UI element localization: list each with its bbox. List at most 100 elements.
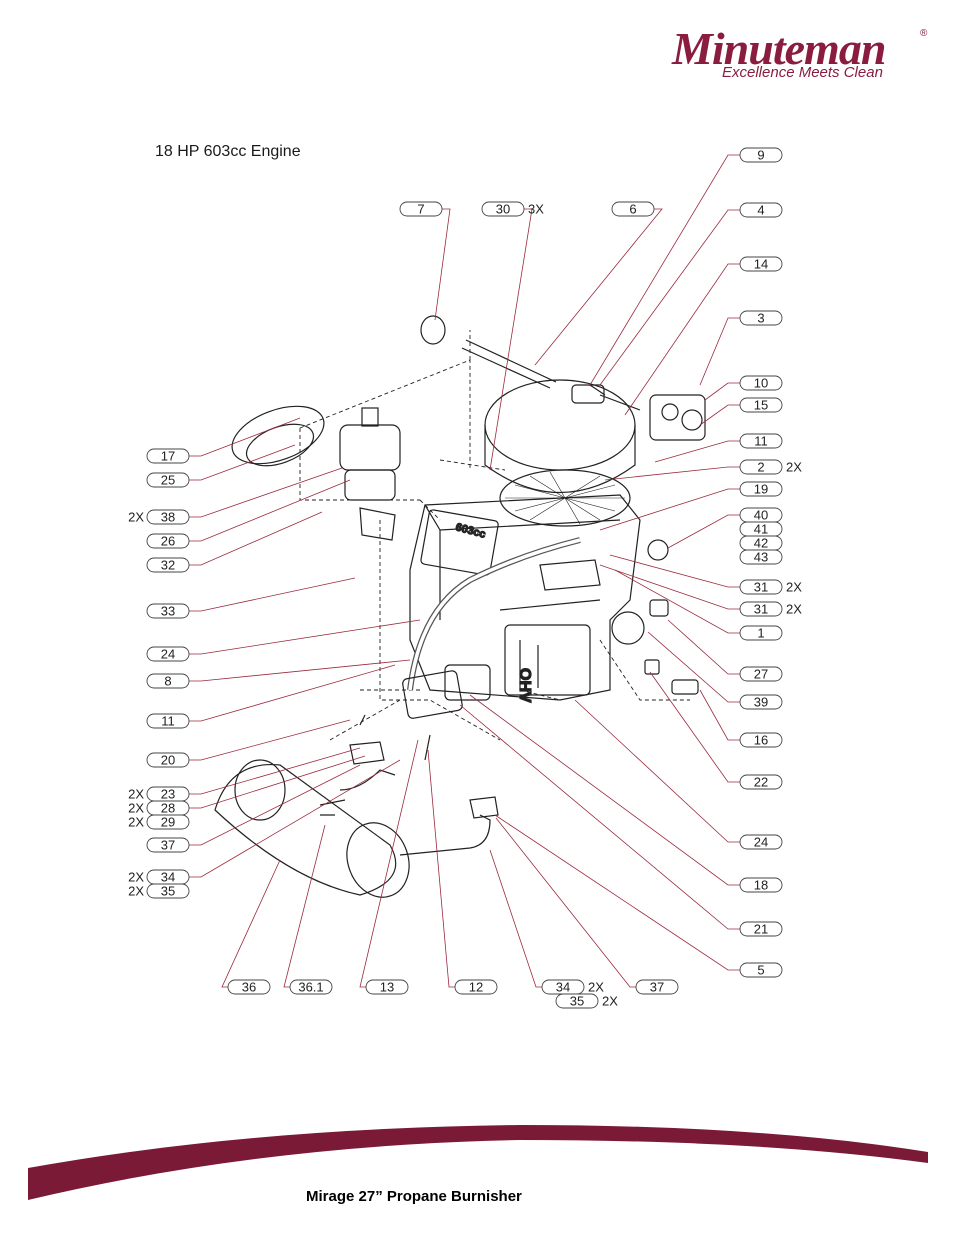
callout-25: 25 xyxy=(146,473,190,488)
leader-line-8 xyxy=(189,659,411,682)
leader-line-27 xyxy=(667,619,740,675)
leader-line-21 xyxy=(459,704,740,930)
callout-pill xyxy=(739,834,783,850)
callout-19: 19 xyxy=(739,482,783,497)
callout-quantity: 2X xyxy=(128,884,144,899)
callout-pill xyxy=(365,979,409,995)
leader-line-13 xyxy=(359,739,419,988)
leader-line-32 xyxy=(189,511,323,566)
callout-number: 41 xyxy=(754,522,768,537)
callout-pill xyxy=(146,646,190,662)
callout-number: 4 xyxy=(757,203,764,218)
leader-line-10 xyxy=(704,382,740,401)
leader-line-18 xyxy=(469,694,740,886)
callout-5: 5 xyxy=(739,963,783,978)
leader-line-15 xyxy=(699,404,740,426)
callout-36-1: 36.1 xyxy=(289,980,333,995)
callout-quantity: 2X xyxy=(128,870,144,885)
leader-line-17 xyxy=(189,417,301,457)
callout-quantity: 2X xyxy=(786,580,802,595)
callout-number: 25 xyxy=(161,473,175,488)
callout-18: 18 xyxy=(739,878,783,893)
callout-pill xyxy=(739,921,783,937)
callout-number: 35 xyxy=(570,994,584,1009)
callout-pill xyxy=(739,459,783,475)
leader-line-16 xyxy=(699,689,740,741)
callout-number: 23 xyxy=(161,787,175,802)
callout-quantity: 2X xyxy=(786,602,802,617)
callout-20: 20 xyxy=(146,752,190,768)
callout-1: 1 xyxy=(739,625,783,641)
leader-line-7 xyxy=(434,208,451,321)
callout-pill xyxy=(399,201,443,217)
callout-number: 35 xyxy=(161,884,175,899)
callout-pill xyxy=(146,837,190,853)
callout-number: 28 xyxy=(161,801,175,816)
callout-pill xyxy=(635,979,679,995)
fittings-right xyxy=(611,539,699,695)
minuteman-logo: Minuteman ® Excellence Meets Clean xyxy=(672,26,934,84)
callout-number: 7 xyxy=(417,202,424,217)
callout-number: 40 xyxy=(754,508,768,523)
callout-number: 36.1 xyxy=(298,980,323,995)
callout-number: 30 xyxy=(496,202,510,217)
callout-quantity: 2X xyxy=(588,980,604,995)
leader-line-40 xyxy=(667,514,740,549)
leader-line-12 xyxy=(427,749,455,988)
callout-quantity: 2X xyxy=(786,460,802,475)
callout-number: 9 xyxy=(757,148,764,163)
callout-pill xyxy=(227,979,271,995)
callout-pill xyxy=(146,557,190,573)
callout-pill xyxy=(146,448,190,464)
callout-12: 12 xyxy=(454,979,498,995)
leader-line-28 xyxy=(189,755,366,809)
logo-tagline: Excellence Meets Clean xyxy=(722,64,883,81)
leader-line-36-1 xyxy=(283,824,326,988)
callout-quantity: 3X xyxy=(528,202,544,217)
callout-pill xyxy=(146,752,190,768)
exhaust-manifold xyxy=(349,664,499,819)
callout-number: 37 xyxy=(161,838,175,853)
footer-title: Mirage 27” Propane Burnisher xyxy=(306,1188,522,1205)
callout-pill xyxy=(739,375,783,391)
leader-line-30 xyxy=(489,208,533,471)
callout-quantity: 2X xyxy=(602,994,618,1009)
callout-pill xyxy=(611,201,655,217)
callout-number: 32 xyxy=(161,558,175,573)
callout-number: 27 xyxy=(754,667,768,682)
callout-quantity: 2X xyxy=(128,801,144,816)
callout-26: 26 xyxy=(146,534,190,549)
leader-line-24 xyxy=(574,699,740,843)
callout-pill xyxy=(739,625,783,641)
callout-number: 38 xyxy=(161,510,175,525)
leader-line-38 xyxy=(189,467,343,518)
callout-pill xyxy=(739,601,783,617)
callout-number: 1 xyxy=(757,626,764,641)
leader-line-3 xyxy=(699,317,740,386)
callout-28: 28 2X xyxy=(128,801,190,816)
callout-number: 42 xyxy=(754,536,768,551)
callout-pill xyxy=(454,979,498,995)
callout-pill xyxy=(146,713,190,729)
callout-24: 24 xyxy=(739,834,783,850)
regulator xyxy=(571,384,706,441)
engine-marking-ohv: OHV xyxy=(516,668,533,703)
callout-42: 42 xyxy=(739,536,783,551)
leader-line-9 xyxy=(589,154,740,386)
callout-35: 35 2X xyxy=(128,884,190,899)
leader-line-19 xyxy=(599,488,740,531)
callout-8: 8 xyxy=(146,674,190,689)
callout-10: 10 xyxy=(739,375,783,391)
callout-number: 26 xyxy=(161,534,175,549)
callout-7: 7 xyxy=(399,201,443,217)
callout-leader-lines xyxy=(189,154,740,988)
engine-block xyxy=(409,494,641,701)
callout-number: 16 xyxy=(754,733,768,748)
